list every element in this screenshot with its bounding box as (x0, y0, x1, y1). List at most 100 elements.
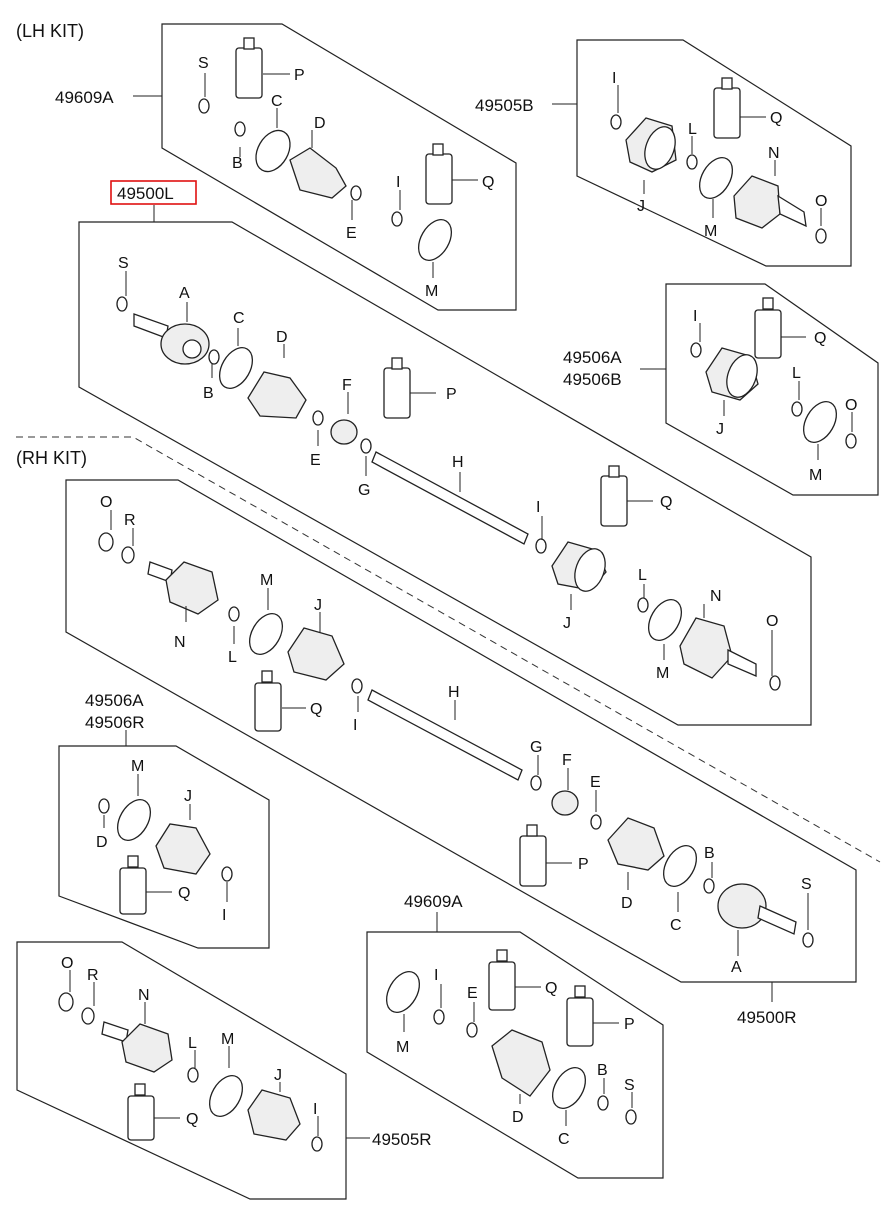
callout-n: N (138, 987, 150, 1004)
callout-e: E (346, 225, 357, 242)
callout-n: N (768, 145, 780, 162)
callout-m: M (704, 223, 717, 240)
callout-d: D (314, 115, 326, 132)
part-number-49500r[interactable]: 49500R (737, 1008, 797, 1027)
callout-i: I (396, 174, 400, 191)
callout-o: O (100, 494, 112, 511)
part-number-49506b[interactable]: 49506B (563, 370, 622, 389)
callout-b: B (203, 385, 214, 402)
callout-p: P (578, 856, 589, 873)
callout-o: O (815, 193, 827, 210)
callout-q: Q (814, 330, 826, 347)
callout-r: R (124, 512, 136, 529)
part-number-49506a-rh[interactable]: 49506A (85, 691, 144, 710)
highlight-49500l[interactable] (110, 180, 197, 205)
callout-p: P (624, 1016, 635, 1033)
kit-box-49500r: 49500R O R M J N L Q I H G F E P (65, 479, 857, 1027)
part-number-49609a-lh[interactable]: 49609A (55, 88, 114, 107)
callout-p: P (446, 386, 457, 403)
callout-i: I (222, 907, 226, 924)
kit-box-49500l: 49500L S A C D B F P E G (78, 180, 812, 726)
callout-m: M (260, 572, 273, 589)
part-number-49505b[interactable]: 49505B (475, 96, 534, 115)
callout-i: I (536, 499, 540, 516)
part-number-49505r[interactable]: 49505R (372, 1130, 432, 1149)
callout-p: P (294, 67, 305, 84)
callout-l: L (792, 365, 801, 382)
callout-f: F (342, 377, 352, 394)
callout-i: I (353, 717, 357, 734)
callout-l: L (188, 1035, 197, 1052)
callout-l: L (688, 121, 697, 138)
callout-c: C (233, 310, 245, 327)
callout-g: G (530, 739, 542, 756)
part-number-49506a-lh[interactable]: 49506A (563, 348, 622, 367)
callout-g: G (358, 482, 370, 499)
part-number-49500l[interactable]: 49500L (117, 184, 174, 203)
callout-s: S (118, 255, 129, 272)
callout-j: J (637, 198, 645, 215)
callout-q: Q (186, 1111, 198, 1128)
callout-j: J (184, 788, 192, 805)
callout-q: Q (482, 174, 494, 191)
callout-i: I (693, 308, 697, 325)
callout-n: N (174, 634, 186, 651)
callout-l: L (638, 567, 647, 584)
kit-box-49506a-49506b: 49506A 49506B I Q L J M O (563, 283, 879, 496)
callout-b: B (704, 845, 715, 862)
callout-s: S (801, 876, 812, 893)
callout-o: O (766, 613, 778, 630)
callout-d: D (96, 834, 108, 851)
callout-f: F (562, 752, 572, 769)
callout-o: O (845, 397, 857, 414)
callout-q: Q (178, 885, 190, 902)
callout-d: D (621, 895, 633, 912)
callout-m: M (656, 665, 669, 682)
callout-j: J (314, 597, 322, 614)
callout-c: C (558, 1131, 570, 1148)
callout-c: C (670, 917, 682, 934)
kit-box-49505r: 49505R O R N L M J Q I (16, 941, 432, 1200)
callout-m: M (809, 467, 822, 484)
kit-separator-line (16, 436, 881, 863)
part-number-49609a-rh[interactable]: 49609A (404, 892, 463, 911)
callout-e: E (590, 774, 601, 791)
callout-i: I (612, 70, 616, 87)
callout-j: J (274, 1067, 282, 1084)
callout-m: M (396, 1039, 409, 1056)
callout-c: C (271, 93, 283, 110)
callout-a: A (179, 285, 190, 302)
callout-q: Q (770, 110, 782, 127)
callout-d: D (512, 1109, 524, 1126)
kit-box-lh-49609a: 49609A S P C D B E I Q M (55, 23, 517, 311)
callout-h: H (452, 454, 464, 471)
callout-h: H (448, 684, 460, 701)
callout-n: N (710, 588, 722, 605)
callout-b: B (597, 1062, 608, 1079)
callout-e: E (467, 985, 478, 1002)
callout-m: M (221, 1031, 234, 1048)
callout-i: I (313, 1101, 317, 1118)
kit-box-rh-49609a: 49609A I Q E P M D B S C (366, 892, 664, 1179)
rh-kit-label: (RH KIT) (16, 448, 87, 468)
callout-j: J (563, 615, 571, 632)
callout-a: A (731, 959, 742, 976)
kit-box-49506a-49506r: 49506A 49506R M D J Q I (58, 691, 270, 949)
callout-j: J (716, 421, 724, 438)
callout-s: S (198, 55, 209, 72)
callout-q: Q (545, 980, 557, 997)
part-number-49506r[interactable]: 49506R (85, 713, 145, 732)
callout-q: Q (660, 494, 672, 511)
kit-box-49505b: 49505B I Q L N J M O (475, 39, 852, 267)
callout-i: I (434, 967, 438, 984)
callout-r: R (87, 967, 99, 984)
callout-b: B (232, 155, 243, 172)
callout-m: M (131, 758, 144, 775)
callout-m: M (425, 283, 438, 300)
callout-q: Q (310, 701, 322, 718)
callout-d: D (276, 329, 288, 346)
lh-kit-label: (LH KIT) (16, 21, 84, 41)
callout-s: S (624, 1077, 635, 1094)
callout-e: E (310, 452, 321, 469)
